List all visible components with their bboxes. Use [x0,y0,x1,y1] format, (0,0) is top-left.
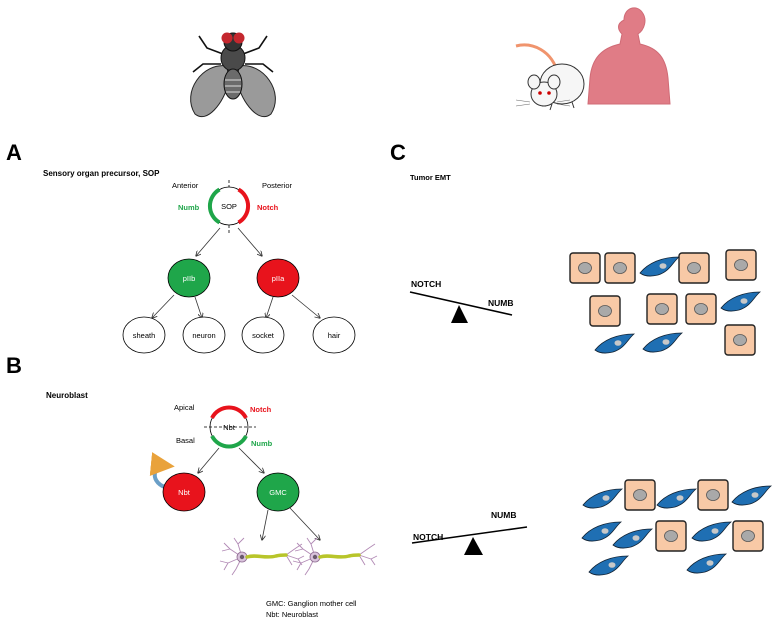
mesenchymal-cell [656,488,697,509]
neuron-label: neuron [192,331,215,340]
panel-c-letter: C [390,140,406,165]
seesaw-bottom-numb: NUMB [491,510,517,520]
nbt-center-label: Nbt [223,423,236,432]
numb-label-b: Numb [251,439,273,448]
panel-a-letter: A [6,140,22,165]
neuron-cell [182,316,226,354]
piia-cell [256,258,300,298]
cell-cluster-bottom [581,479,772,576]
numb-crescent-a [207,187,221,225]
mesenchymal-cell [691,521,732,542]
neuron-icon [219,537,305,576]
epithelial-cell [646,293,678,325]
nbt-renewed-cell [162,472,206,512]
hair-cell [312,316,356,354]
mesenchymal-cell [581,521,622,542]
seesaw-bottom-notch: NOTCH [413,532,443,542]
sop-label: SOP [221,202,237,211]
sheath-label: sheath [133,331,156,340]
epithelial-cell [685,293,717,325]
panel-b-diagram: Apical Basal Nbt Notch Numb Nbt GMC [149,403,378,619]
notch-label-b: Notch [250,405,272,414]
mesenchymal-cell [720,291,761,312]
mesenchymal-cell [731,485,772,506]
cell-cluster-top [569,249,761,356]
anterior-label: Anterior [172,181,199,190]
numb-crescent-b [210,434,248,449]
piib-label: pIIb [183,274,196,283]
posterior-label: Posterior [262,181,293,190]
panel-a-diagram: Anterior Posterior SOP Numb Notch pIIb p… [122,180,356,354]
neuron-icon [292,537,378,576]
gmc-label: GMC [269,488,287,497]
basal-label: Basal [176,436,195,445]
notch-crescent-b [210,405,248,420]
sheath-cell [122,316,166,354]
gmc-cell [256,472,300,512]
mouse-icon [515,43,585,111]
epithelial-cell [604,252,636,284]
apical-label: Apical [174,403,195,412]
epithelial-cell [732,520,764,552]
epithelial-cell [624,479,656,511]
mesenchymal-cell [594,333,635,354]
legend-nbt: Nbt: Neuroblast [266,610,319,619]
notch-label-a: Notch [257,203,279,212]
seesaw-top-notch: NOTCH [411,279,441,289]
piib-cell [167,258,211,298]
mesenchymal-cell [642,332,683,353]
seesaw-top: NOTCH NUMB [409,279,514,323]
mesenchymal-cell [582,488,623,509]
epithelial-cell [724,324,756,356]
epithelial-cell [589,295,621,327]
epithelial-cell [697,479,729,511]
panel-a-title: Sensory organ precursor, SOP [43,169,160,178]
hair-label: hair [328,331,341,340]
mesenchymal-cell [612,528,653,549]
nbt-renewed-label: Nbt [178,488,191,497]
epithelial-cell [655,520,687,552]
panel-b-title: Neuroblast [46,391,88,400]
socket-cell [241,316,285,354]
human-icon [587,7,671,105]
epithelial-cell [678,252,710,284]
numb-label-a: Numb [178,203,200,212]
seesaw-bottom: NOTCH NUMB [411,510,528,555]
mesenchymal-cell [588,555,629,576]
socket-label: socket [252,331,275,340]
mesenchymal-cell [639,256,680,277]
panel-c-title: Tumor EMT [410,173,451,182]
epithelial-cell [725,249,757,281]
mesenchymal-cell [686,553,727,574]
epithelial-cell [569,252,601,284]
fly-icon [190,32,276,118]
piia-label: pIIa [272,274,285,283]
panel-b-letter: B [6,353,22,378]
seesaw-top-numb: NUMB [488,298,514,308]
notch-crescent-a [237,187,251,225]
legend-gmc: GMC: Ganglion mother cell [266,599,357,608]
